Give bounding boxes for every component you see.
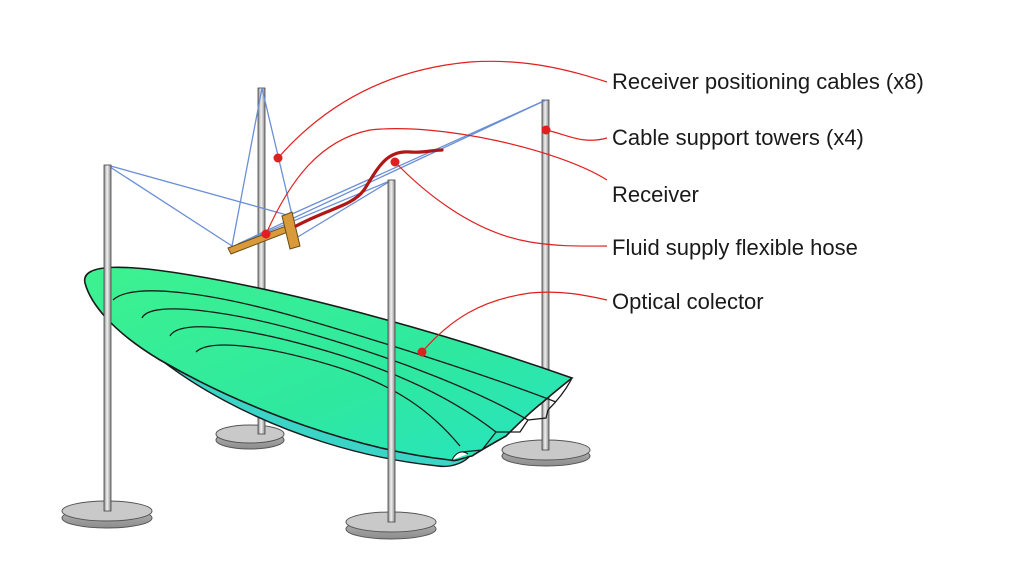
label-fluid-hose: Fluid supply flexible hose: [612, 235, 858, 260]
label-optical-collector: Optical colector: [612, 289, 764, 314]
label-support-towers: Cable support towers (x4): [612, 125, 864, 150]
fluid-supply-hose: [294, 148, 444, 228]
leader-dots: [261, 125, 551, 357]
label-receiver: Receiver: [612, 182, 699, 207]
leader-lines: [265, 60, 608, 353]
tower-front-left: [103, 164, 112, 512]
optical-collector: [84, 266, 574, 468]
label-receiver-cables: Receiver positioning cables (x8): [612, 69, 924, 94]
tower-base-back-left: [215, 424, 285, 450]
tower-front-center: [387, 179, 396, 523]
receiver-cables: [106, 87, 547, 247]
